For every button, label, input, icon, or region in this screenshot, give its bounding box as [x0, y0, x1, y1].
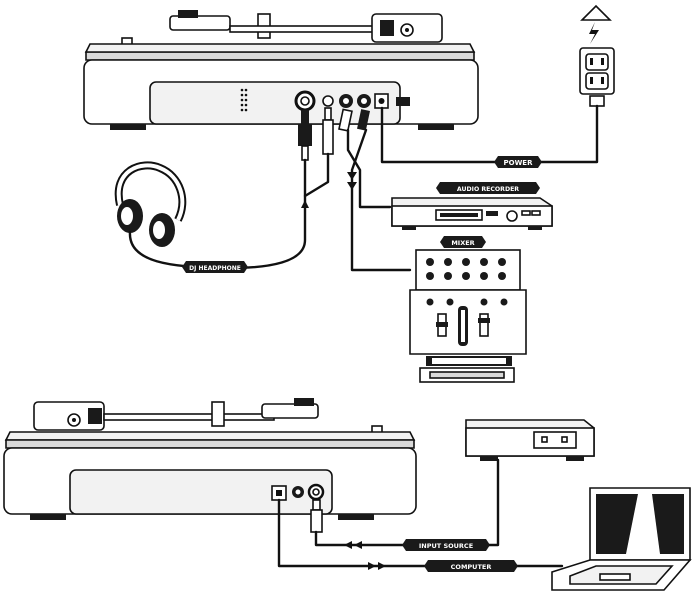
- computer-label: COMPUTER: [424, 560, 518, 572]
- rca-cable-mixer: [350, 128, 412, 272]
- svg-text:COMPUTER: COMPUTER: [451, 563, 492, 571]
- power-outlet-icon: [579, 4, 615, 107]
- rca-plugs: [338, 108, 370, 132]
- svg-text:MIXER: MIXER: [451, 239, 474, 247]
- audio-recorder-label-bg: [436, 182, 540, 194]
- power-cable: [380, 104, 599, 164]
- power-label: POWER: [494, 156, 542, 168]
- headphones-icon: [114, 161, 187, 247]
- turntable-top: [83, 10, 479, 130]
- line-out-jack: [322, 95, 334, 107]
- laptop-icon: [551, 487, 692, 591]
- svg-text:POWER: POWER: [504, 159, 534, 167]
- power-switch: [396, 97, 410, 106]
- input-source-label: INPUT SOURCE: [402, 539, 490, 551]
- headphone-cable: [128, 158, 307, 270]
- svg-text:AUDIO RECORDER: AUDIO RECORDER: [457, 186, 519, 193]
- mixer: MIXER: [409, 236, 527, 383]
- dj-headphone-label: DJ HEADPHONE: [182, 261, 248, 273]
- input-source-device: [465, 419, 595, 461]
- svg-text:INPUT SOURCE: INPUT SOURCE: [419, 542, 473, 550]
- headphone-plug: [298, 110, 312, 161]
- aux-in-plug: [310, 499, 323, 533]
- turntable-bottom: [3, 398, 417, 520]
- speaker-grille: [240, 88, 248, 112]
- svg-text:DJ HEADPHONE: DJ HEADPHONE: [189, 265, 241, 272]
- line-out-plug: [322, 107, 334, 155]
- rca-cable-recorder: [346, 128, 392, 209]
- audio-recorder: AUDIO RECORDER: [391, 182, 553, 230]
